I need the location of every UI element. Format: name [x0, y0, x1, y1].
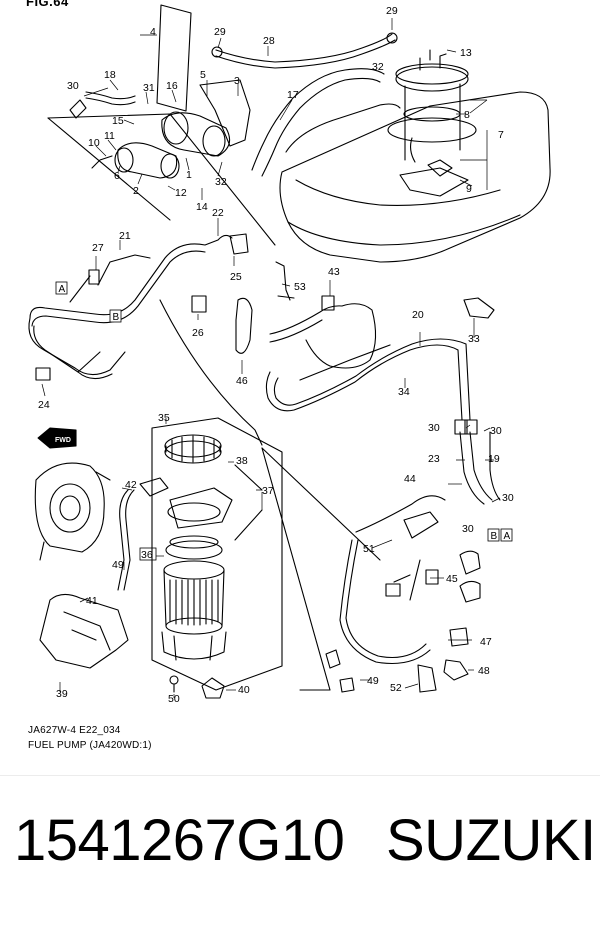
engine-component [34, 462, 105, 553]
return-hose [269, 303, 377, 369]
callout-36: 36 [141, 549, 153, 561]
pump-assembly-box [151, 417, 283, 691]
callout-30: 30 [428, 422, 440, 434]
fuel-lines [29, 234, 233, 319]
fuel-tank [279, 91, 551, 263]
box-label-a-right: A [500, 528, 513, 542]
callout-30: 30 [502, 492, 514, 504]
callout-46: 46 [236, 375, 248, 387]
callout-21: 21 [119, 230, 131, 242]
callout-22: 22 [212, 207, 224, 219]
label-sheet [156, 4, 192, 112]
vent-hose [215, 33, 393, 63]
callout-3: 3 [234, 75, 240, 87]
diagram-code: JA627W-4 E22_034 [28, 725, 121, 736]
brand-name: SUZUKI [386, 808, 596, 873]
callout-18: 18 [104, 69, 116, 81]
box-label-a-left: A [55, 281, 68, 295]
svg-text:B: B [491, 531, 498, 542]
callout-37: 37 [262, 485, 274, 497]
callout-30: 30 [490, 425, 502, 437]
listing-band [0, 776, 600, 932]
callout-12: 12 [175, 187, 187, 199]
callout-23: 23 [428, 453, 440, 465]
callout-43: 43 [328, 266, 340, 278]
callout-35: 35 [158, 412, 170, 424]
callout-27: 27 [92, 242, 104, 254]
callout-30: 30 [67, 80, 79, 92]
callout-9: 9 [466, 183, 472, 195]
callout-20: 20 [412, 309, 424, 321]
callout-17: 17 [287, 89, 299, 101]
callout-26: 26 [192, 327, 204, 339]
callout-48: 48 [478, 665, 490, 677]
callout-28: 28 [263, 35, 275, 47]
callout-50: 50 [168, 693, 180, 705]
part-36-box [139, 547, 157, 561]
callout-10: 10 [88, 137, 100, 149]
callout-33: 33 [468, 333, 480, 345]
callout-14: 14 [196, 201, 208, 213]
fuel-filter [163, 560, 225, 580]
callout-41: 41 [86, 595, 98, 607]
callout-19: 19 [488, 453, 500, 465]
callout-49: 49 [112, 559, 124, 571]
callout-13: 13 [460, 47, 472, 59]
box-label-b-left: B [109, 309, 122, 323]
tank-unit-flange [395, 66, 469, 92]
callout-7: 7 [498, 129, 504, 141]
callout-1: 1 [186, 169, 192, 181]
callout-30: 30 [462, 523, 474, 535]
callout-2: 2 [133, 185, 139, 197]
front-arrow [37, 427, 77, 449]
callout-34: 34 [398, 386, 410, 398]
callout-32: 32 [372, 61, 384, 73]
callout-49: 49 [367, 675, 379, 687]
callout-38: 38 [236, 455, 248, 467]
callout-32: 32 [215, 176, 227, 188]
callout-6: 6 [114, 170, 120, 182]
callout-52: 52 [390, 682, 402, 694]
callout-4: 4 [150, 26, 156, 38]
callout-40: 40 [238, 684, 250, 696]
svg-text:A: A [504, 531, 511, 542]
mounting-bracket [39, 593, 129, 669]
callout-47: 47 [480, 636, 492, 648]
box-label-b-right: B [487, 528, 500, 542]
svg-text:A: A [59, 284, 66, 295]
part-number: 1541267G10 [14, 808, 345, 873]
callout-45: 45 [446, 573, 458, 585]
callout-11: 11 [104, 130, 115, 142]
callout-53: 53 [294, 281, 306, 293]
front-arrow-label: FWD [55, 437, 71, 444]
callout-39: 39 [56, 688, 68, 700]
callout-42: 42 [125, 479, 137, 491]
callout-5: 5 [200, 69, 206, 81]
callout-15: 15 [112, 115, 124, 127]
callout-29: 29 [386, 5, 398, 17]
figure-header: FIG.64 [26, 0, 69, 9]
callout-16: 16 [166, 80, 178, 92]
callout-29: 29 [214, 26, 226, 38]
svg-text:B: B [113, 312, 120, 323]
parts-diagram: FIG.64 [0, 0, 600, 776]
main-fuel-hoses [265, 344, 463, 421]
filler-hose [261, 77, 381, 177]
diagram-title: FUEL PUMP (JA420WD:1) [28, 740, 152, 751]
callout-8: 8 [464, 109, 470, 121]
exploded-view-drawing: A B B A FWD 4292829133018311653173287151… [28, 4, 551, 705]
callout-51: 51 [363, 543, 375, 555]
callout-31: 31 [143, 82, 155, 94]
callout-44: 44 [404, 473, 416, 485]
callout-24: 24 [38, 399, 50, 411]
callout-25: 25 [230, 271, 242, 283]
